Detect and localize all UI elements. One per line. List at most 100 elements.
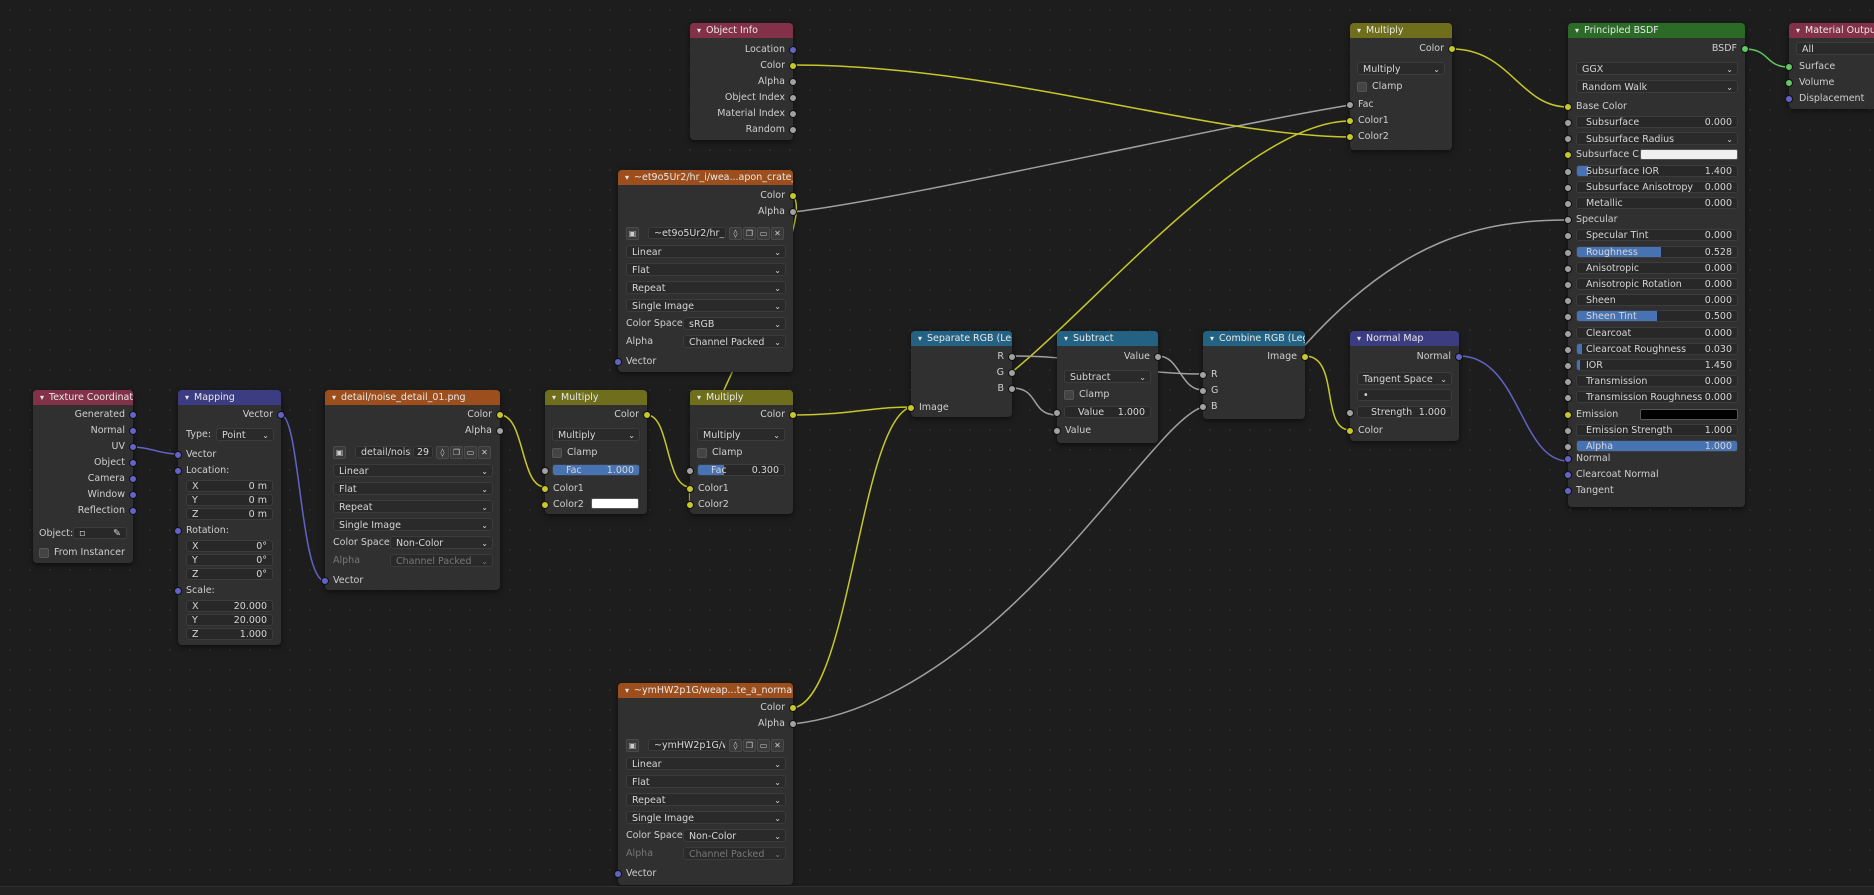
fake-user-shield-icon[interactable]: ◊ — [729, 227, 742, 240]
node-separate-rgb[interactable]: ▾Separate RGB (Legacy) R G B Image — [907, 331, 1016, 417]
socket-in-base-color[interactable] — [1564, 103, 1572, 111]
open-folder-icon[interactable]: ▭ — [757, 739, 770, 752]
node-multiply-3[interactable]: ▾Multiply Color Multiply⌄ Clamp Fac Colo… — [1346, 23, 1456, 150]
socket-in-param[interactable] — [1564, 151, 1572, 159]
socket-in-param[interactable] — [1564, 184, 1572, 192]
socket-alpha[interactable] — [789, 78, 797, 86]
interpolation-dropdown[interactable]: Linear⌄ — [333, 464, 493, 477]
open-folder-icon[interactable]: ▭ — [757, 227, 770, 240]
socket-in-color2[interactable] — [541, 501, 549, 509]
collapse-chevron-icon[interactable]: ▾ — [1357, 26, 1362, 35]
node-image-texture-normals[interactable]: ▾~ymHW2p1G/weap...te_a_normals.vtf.png C… — [614, 683, 797, 885]
param-dropdown[interactable]: Subsurface Radius⌄ — [1576, 132, 1738, 145]
socket-in-strength[interactable] — [1346, 409, 1354, 417]
socket-in-r[interactable] — [1199, 371, 1207, 379]
checkbox-box[interactable] — [552, 447, 562, 458]
color2-swatch[interactable] — [591, 498, 639, 509]
socket-in-param[interactable] — [1564, 119, 1572, 127]
collapse-chevron-icon[interactable]: ▾ — [552, 393, 557, 402]
clamp-checkbox[interactable]: Clamp — [697, 446, 742, 459]
socket-rotation[interactable] — [174, 527, 182, 535]
node-header[interactable]: ▾Object Info — [690, 23, 793, 38]
socket-in-color1[interactable] — [541, 485, 549, 493]
node-material-output[interactable]: ▾Material Output All Surface Volume Disp… — [1785, 23, 1874, 109]
socket-in-param[interactable] — [1564, 362, 1572, 370]
node-mapping[interactable]: ▾Mapping Vector Type: Point⌄ Vector Loca… — [174, 390, 285, 645]
interpolation-dropdown[interactable]: Linear⌄ — [626, 245, 786, 258]
socket-in-param[interactable] — [1564, 378, 1572, 386]
socket-in-param[interactable] — [1564, 297, 1572, 305]
socket-out-color[interactable] — [1448, 45, 1456, 53]
checkbox-box[interactable] — [1357, 81, 1367, 92]
socket-in-color1[interactable] — [1346, 117, 1354, 125]
collapse-chevron-icon[interactable]: ▾ — [1796, 26, 1801, 35]
image-browse-icon[interactable]: ▣ — [626, 739, 639, 752]
socket-in-color[interactable] — [1346, 427, 1354, 435]
node-header[interactable]: ▾Multiply — [545, 390, 647, 405]
node-image-texture-noise[interactable]: ▾detail/noise_detail_01.png Color Alpha … — [321, 390, 504, 590]
node-header[interactable]: ▾Normal Map — [1350, 331, 1459, 346]
socket-uv[interactable] — [129, 443, 137, 451]
duplicate-icon[interactable]: ❐ — [743, 227, 756, 240]
socket-object-index[interactable] — [789, 94, 797, 102]
image-name-field[interactable]: detail/noise... — [355, 446, 411, 458]
checkbox-box[interactable] — [1064, 389, 1074, 400]
node-normal-map[interactable]: ▾Normal Map Normal Tangent Space⌄ • Stre… — [1346, 331, 1463, 441]
socket-normal[interactable] — [129, 427, 137, 435]
collapse-chevron-icon[interactable]: ▾ — [1357, 334, 1362, 343]
interpolation-dropdown[interactable]: Linear⌄ — [626, 757, 786, 770]
socket-in-param[interactable] — [1564, 265, 1572, 273]
socket-out-alpha[interactable] — [789, 720, 797, 728]
open-folder-icon[interactable]: ▭ — [464, 446, 477, 459]
socket-out-color[interactable] — [789, 704, 797, 712]
socket-in-vector[interactable] — [614, 358, 622, 366]
socket-in-color1[interactable] — [686, 485, 694, 493]
source-dropdown[interactable]: Single Image⌄ — [333, 518, 493, 531]
socket-in-vector[interactable] — [614, 870, 622, 878]
socket-in-g[interactable] — [1199, 387, 1207, 395]
socket-out-alpha[interactable] — [789, 208, 797, 216]
image-browse-icon[interactable]: ▣ — [333, 446, 346, 459]
blend-mode-dropdown[interactable]: Multiply⌄ — [697, 428, 785, 441]
clamp-checkbox[interactable]: Clamp — [1357, 80, 1402, 93]
node-header[interactable]: ▾detail/noise_detail_01.png — [325, 390, 500, 405]
socket-in-vector[interactable] — [174, 451, 182, 459]
socket-out-color[interactable] — [643, 411, 651, 419]
collapse-chevron-icon[interactable]: ▾ — [1575, 26, 1580, 35]
socket-out-image[interactable] — [1301, 353, 1309, 361]
socket-out-bsdf[interactable] — [1741, 45, 1749, 53]
projection-dropdown[interactable]: Flat⌄ — [333, 482, 493, 495]
socket-in-color2[interactable] — [1346, 133, 1354, 141]
socket-in-color2[interactable] — [686, 501, 694, 509]
node-image-texture-crate[interactable]: ▾~et9o5Ur2/hr_i/wea...apon_crate_a.vtf.p… — [614, 170, 797, 372]
node-object-info[interactable]: ▾Object Info Location Color Alpha Object… — [690, 23, 797, 140]
socket-in-param[interactable] — [1564, 394, 1572, 402]
socket-camera[interactable] — [129, 475, 137, 483]
socket-in-fac[interactable] — [686, 467, 694, 475]
socket-in-param[interactable] — [1564, 216, 1572, 224]
close-icon[interactable]: ✕ — [478, 446, 491, 459]
math-operation-dropdown[interactable]: Subtract⌄ — [1064, 370, 1151, 383]
socket-out-r[interactable] — [1008, 353, 1016, 361]
socket-in-param[interactable] — [1564, 346, 1572, 354]
socket-in-image[interactable] — [907, 404, 915, 412]
socket-location[interactable] — [789, 46, 797, 54]
extension-dropdown[interactable]: Repeat⌄ — [626, 281, 786, 294]
from-instancer-checkbox[interactable]: From Instancer — [39, 546, 125, 559]
color-space-dropdown[interactable]: sRGB⌄ — [683, 317, 786, 330]
node-header[interactable]: ▾Multiply — [1350, 23, 1452, 38]
socket-in-param[interactable] — [1564, 427, 1572, 435]
